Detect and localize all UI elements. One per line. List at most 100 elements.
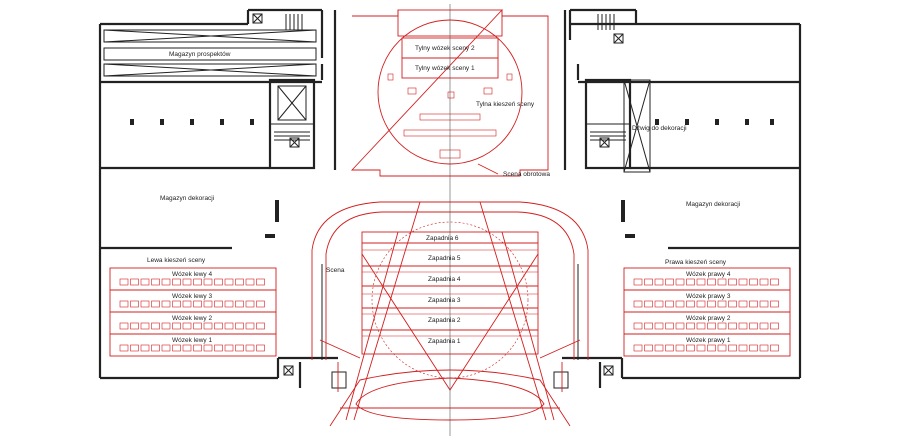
wagon-cell xyxy=(256,344,265,352)
label-magazyn-dekoracji-right: Magazyn dekoracji xyxy=(686,201,740,208)
wagon-cell xyxy=(696,344,706,352)
wagon-cell xyxy=(717,322,727,330)
wagon-cell xyxy=(161,322,171,330)
label-wozek-prawy-3: Wózek prawy 3 xyxy=(686,293,731,300)
label-zapadnia-6: Zapadnia 6 xyxy=(426,235,459,242)
wagon-cell xyxy=(130,278,139,286)
label-zapadnia-2: Zapadnia 2 xyxy=(428,317,461,324)
wagon-cell xyxy=(140,344,150,352)
wagon-cell xyxy=(738,278,748,286)
wagon-cell xyxy=(151,344,160,352)
wagon-cell xyxy=(665,278,674,286)
stage-lift-circle xyxy=(371,221,529,379)
wagon-cell xyxy=(151,278,160,286)
wagon-cell xyxy=(738,322,748,330)
wagon-cell xyxy=(686,300,695,308)
wagon-cell xyxy=(696,278,706,286)
wagon-cell xyxy=(224,278,234,286)
wagon-cell xyxy=(770,344,779,352)
label-zapadnia-5: Zapadnia 5 xyxy=(428,255,461,262)
wagon-cell xyxy=(256,300,265,308)
wagon-cell xyxy=(119,278,129,286)
wagon-cell xyxy=(654,344,664,352)
wagon-cell xyxy=(728,300,737,308)
wagon-cell xyxy=(654,322,664,330)
label-prawa-kieszen: Prawa kieszeń sceny xyxy=(665,259,727,266)
wagon-cell xyxy=(749,344,758,352)
wagon-cell xyxy=(245,322,255,330)
wagon-cell xyxy=(203,322,213,330)
wagon-cell xyxy=(633,300,643,308)
wagon-cell xyxy=(665,344,674,352)
label-wozek-lewy-2: Wózek lewy 2 xyxy=(172,315,212,322)
wagon-cell xyxy=(140,300,150,308)
wagon-cell xyxy=(140,278,150,286)
wagon-cell xyxy=(172,278,181,286)
wagon-cell xyxy=(644,278,653,286)
label-wozek-lewy-4: Wózek lewy 4 xyxy=(172,271,212,278)
label-zapadnia-3: Zapadnia 3 xyxy=(428,297,461,304)
wagon-cell xyxy=(119,344,129,352)
label-dzwig: Dźwig do dekoracji xyxy=(632,125,687,132)
prospect-storage-racks xyxy=(103,29,317,77)
wagon-cell xyxy=(665,300,674,308)
wagon-cell xyxy=(224,322,234,330)
wagon-cell xyxy=(245,344,255,352)
wagon-cell xyxy=(193,278,202,286)
wagon-cell xyxy=(172,322,181,330)
wagon-cell xyxy=(182,300,192,308)
wagon-cell xyxy=(119,300,129,308)
wagon-cell xyxy=(717,300,727,308)
label-tylna-kieszen: Tylna kieszeń sceny xyxy=(476,101,535,108)
wagon-cell xyxy=(151,300,160,308)
wagon-cell xyxy=(633,344,643,352)
wagon-cell xyxy=(245,300,255,308)
wagon-cell xyxy=(193,344,202,352)
wagon-cell xyxy=(235,322,244,330)
wagon-cell xyxy=(203,278,213,286)
label-scena: Scena xyxy=(326,267,345,274)
wagon-cell xyxy=(224,344,234,352)
wagon-cell xyxy=(686,344,695,352)
wagon-cell xyxy=(759,322,769,330)
label-wozek-lewy-1: Wózek lewy 1 xyxy=(172,337,212,344)
wagon-cell xyxy=(717,344,727,352)
wagon-cell xyxy=(675,322,685,330)
wagon-cell xyxy=(759,278,769,286)
wagon-cell xyxy=(633,278,643,286)
wagon-cell xyxy=(214,300,223,308)
wagon-cell xyxy=(256,278,265,286)
wagon-cell xyxy=(675,278,685,286)
label-magazyn-dekoracji-left: Magazyn dekoracji xyxy=(160,195,214,202)
wagon-cell xyxy=(224,300,234,308)
wagon-cell xyxy=(644,300,653,308)
wagon-cell xyxy=(214,278,223,286)
right-side-wagons xyxy=(623,267,791,357)
label-wozek-lewy-3: Wózek lewy 3 xyxy=(172,293,212,300)
wagon-cell xyxy=(214,322,223,330)
wagon-cell xyxy=(172,300,181,308)
label-lewa-kieszen: Lewa kieszeń sceny xyxy=(147,257,206,264)
left-side-wagons xyxy=(109,267,277,357)
wagon-cell xyxy=(749,278,758,286)
label-wozek-prawy-2: Wózek prawy 2 xyxy=(686,315,731,322)
wagon-cell xyxy=(686,278,695,286)
wagon-cell xyxy=(193,322,202,330)
wagon-cell xyxy=(130,300,139,308)
wagon-cell xyxy=(161,300,171,308)
wagon-cell xyxy=(738,344,748,352)
wagon-cell xyxy=(235,278,244,286)
wagon-cell xyxy=(161,278,171,286)
wagon-cell xyxy=(738,300,748,308)
wagon-cell xyxy=(707,278,716,286)
wagon-cell xyxy=(759,344,769,352)
wagon-cell xyxy=(172,344,181,352)
wagon-cell xyxy=(644,344,653,352)
wagon-cell xyxy=(119,322,129,330)
label-zapadnia-1: Zapadnia 1 xyxy=(428,338,461,345)
wagon-cell xyxy=(707,300,716,308)
structural-columns xyxy=(130,119,774,238)
wagon-cell xyxy=(130,322,139,330)
wagon-cell xyxy=(770,322,779,330)
